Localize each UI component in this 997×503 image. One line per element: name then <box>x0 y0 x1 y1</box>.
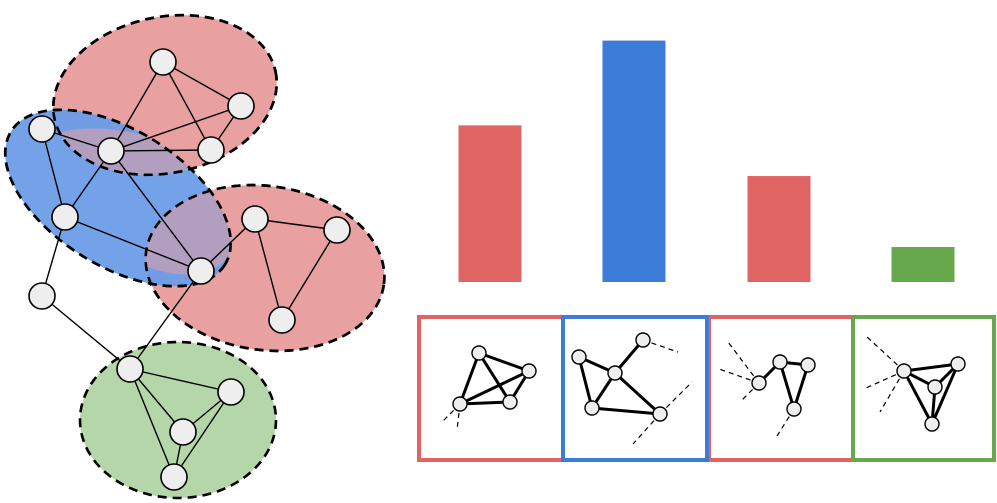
graph-node <box>241 205 269 233</box>
motif-node <box>927 379 943 395</box>
graph-node <box>227 92 255 120</box>
motif-graph-3 <box>718 341 816 437</box>
motif-node <box>607 365 623 381</box>
motif-node <box>635 332 651 348</box>
graph-node <box>51 203 79 231</box>
motif-node <box>521 363 537 379</box>
graph-node <box>197 136 225 164</box>
bar-3 <box>747 176 811 282</box>
motif-box-3 <box>707 315 855 462</box>
graph-node <box>268 306 296 334</box>
graph-node <box>160 463 188 491</box>
graph-node <box>217 378 245 406</box>
bar-2 <box>602 40 666 283</box>
community-border-red-top <box>51 13 279 177</box>
motif-node <box>502 394 518 410</box>
motif-panels <box>417 315 996 462</box>
community-border-blue <box>3 108 233 288</box>
graph-node <box>169 418 197 446</box>
graph-node <box>323 216 351 244</box>
motif-node <box>800 357 816 373</box>
graph-node <box>28 115 56 143</box>
motif-node <box>786 401 802 417</box>
graph-node <box>28 282 56 310</box>
motif-node <box>452 396 468 412</box>
motif-graph-4 <box>865 335 966 432</box>
graph-node <box>149 48 177 76</box>
motif-node <box>571 349 587 365</box>
bar-4 <box>891 246 955 282</box>
graph-node <box>187 257 215 285</box>
motif-node <box>471 345 487 361</box>
graph-node <box>116 355 144 383</box>
network-graph <box>3 13 386 500</box>
community-border-red-right <box>144 183 386 353</box>
motif-node <box>924 416 940 432</box>
motif-node <box>652 406 668 422</box>
motif-box-2 <box>561 315 709 462</box>
motif-node <box>950 356 966 372</box>
motif-graph-2 <box>571 332 693 445</box>
motif-node <box>896 363 912 379</box>
network-nodes <box>28 48 351 491</box>
motif-node <box>584 400 600 416</box>
motif-graph-1 <box>441 345 537 431</box>
motif-box-4 <box>851 315 996 462</box>
motif-node <box>751 375 767 391</box>
bar-chart <box>458 40 955 283</box>
bar-1 <box>458 125 522 282</box>
graph-node <box>97 137 125 165</box>
motif-node <box>772 354 788 370</box>
